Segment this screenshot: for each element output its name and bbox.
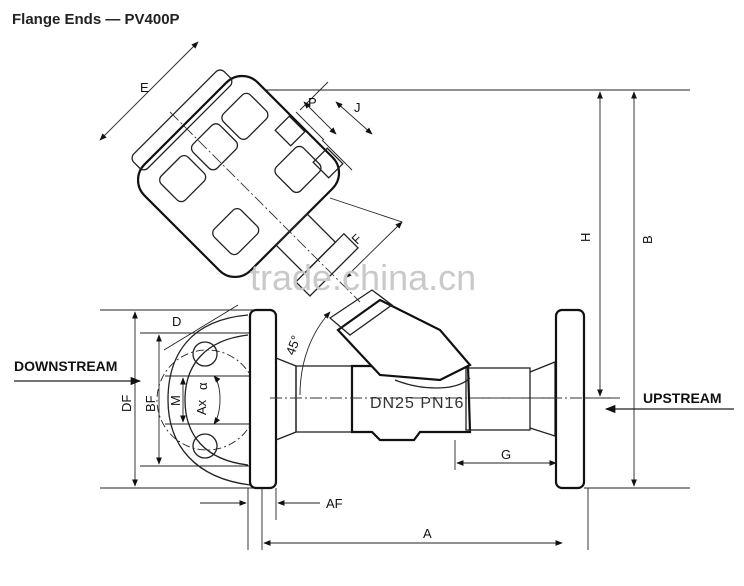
- e-dimension-line: [99, 41, 199, 141]
- valve-body: [248, 289, 586, 490]
- m-label: M: [168, 395, 183, 406]
- a-label: A: [423, 526, 432, 541]
- watermark: trade.china.cn: [250, 257, 476, 298]
- d-dimension-line: [163, 304, 239, 351]
- bf-label: BF: [143, 395, 158, 412]
- alpha-label: α: [195, 382, 210, 390]
- h-label: H: [578, 233, 593, 242]
- page-title: Flange Ends — PV400P: [12, 11, 180, 28]
- downstream-label: DOWNSTREAM: [14, 358, 117, 374]
- g-label: G: [501, 447, 511, 462]
- angle-label: 45°: [283, 333, 304, 357]
- angle-arc: [299, 311, 331, 396]
- f-dimension-line: [344, 221, 403, 279]
- f-ext: [329, 197, 403, 223]
- af-label: AF: [326, 496, 343, 511]
- f-label: F: [349, 231, 365, 247]
- df-label: DF: [119, 395, 134, 412]
- pilot-fittings: [274, 111, 353, 179]
- j-dimension-line: [335, 101, 373, 135]
- ax-label: Ax: [194, 399, 209, 415]
- alpha-arc: [213, 375, 221, 425]
- d-label: D: [172, 314, 181, 329]
- b-label: B: [640, 235, 655, 244]
- p-dimension-line: [303, 101, 337, 135]
- upstream-label: UPSTREAM: [643, 390, 722, 406]
- body-marking: DN25 PN16: [370, 395, 464, 412]
- p-label: P: [308, 95, 317, 110]
- j-label: J: [354, 100, 361, 115]
- actuator-axis: [169, 111, 361, 303]
- e-label: E: [140, 80, 149, 95]
